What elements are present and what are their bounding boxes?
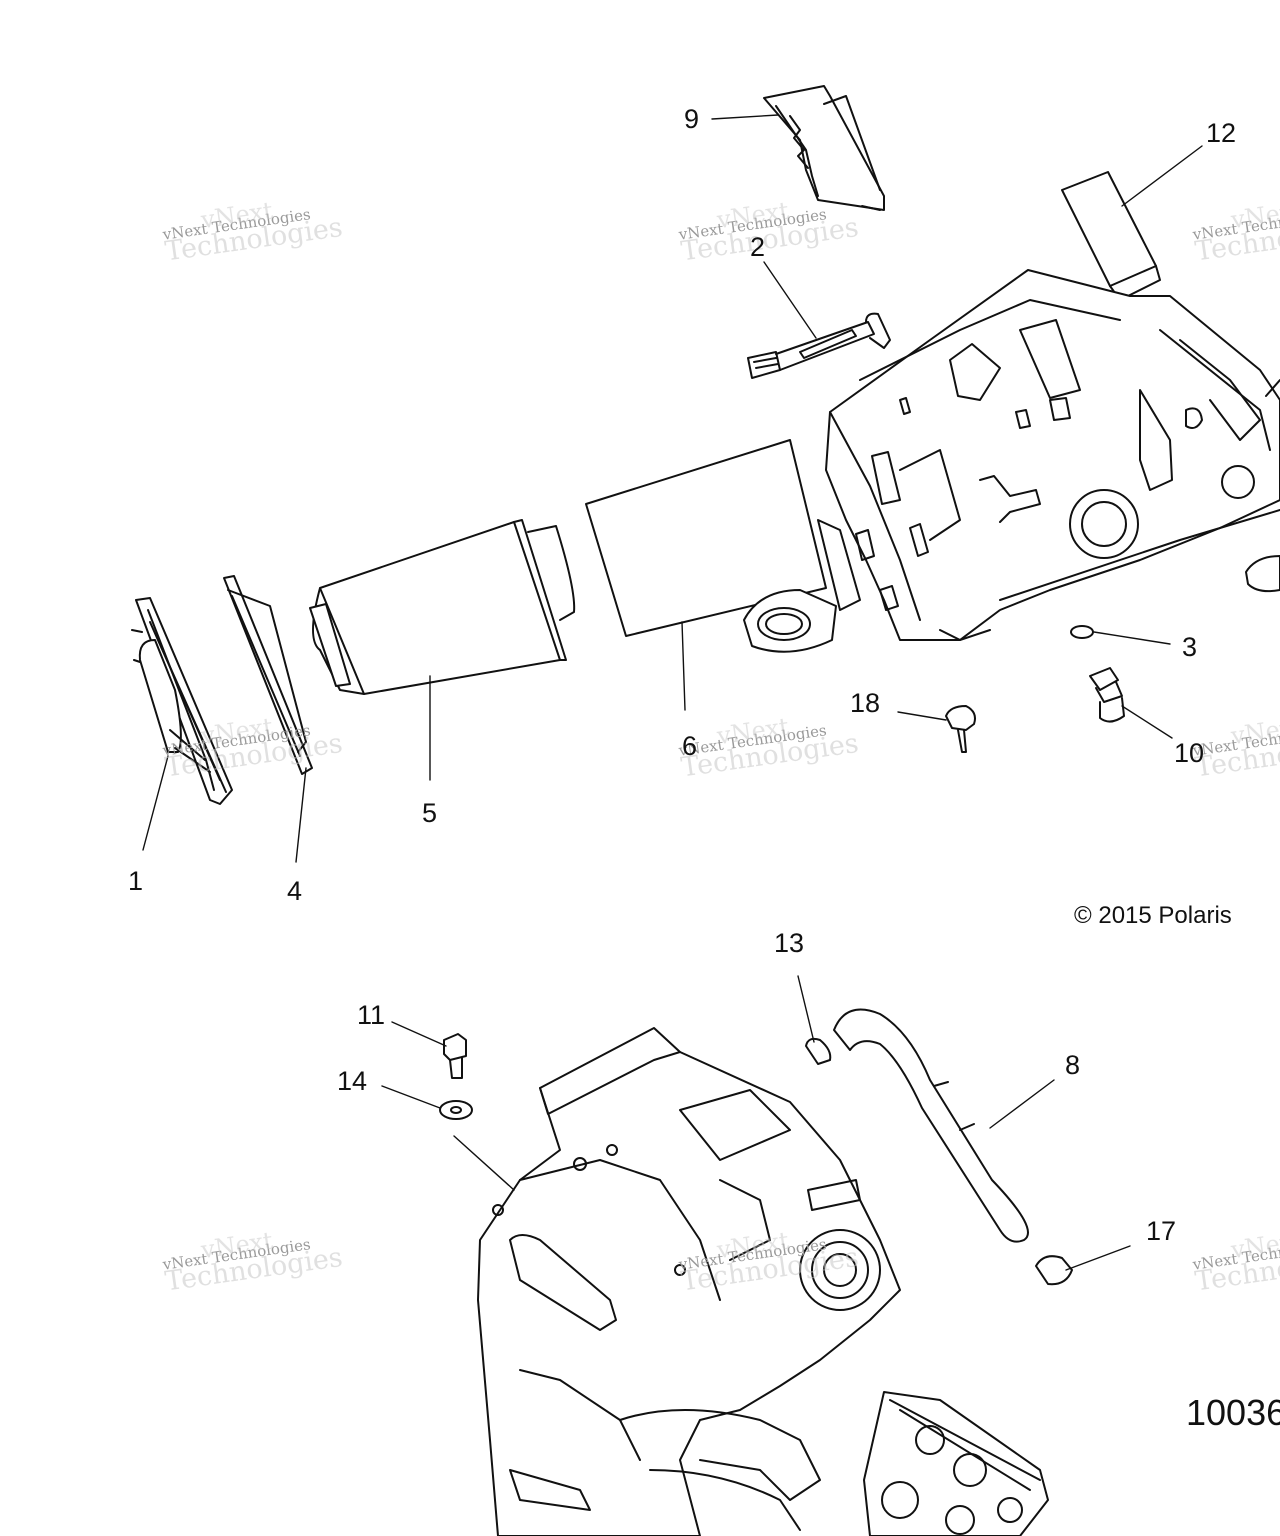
part-18-clamp [945,705,976,753]
callout-6: 6 [682,731,698,761]
callout-18: 18 [850,688,881,718]
copyright-notice: © 2015 Polaris [1074,902,1232,929]
drawing-number: 10036 [1186,1392,1280,1433]
lower-airbox-assembly [477,1027,901,1536]
callout-17: 17 [1146,1216,1177,1246]
part-9-clip [763,85,885,211]
part-4-gasket [223,575,313,775]
callout-11: 11 [357,1000,386,1030]
callout-8: 8 [1065,1050,1081,1080]
part-1-end-cover [131,597,233,805]
part-17-clamp [1035,1255,1073,1286]
callout-1: 1 [128,866,144,896]
callout-5: 5 [422,798,438,828]
part-12-duct [1061,171,1161,301]
part-5-filter [309,519,576,695]
callout-9: 9 [684,104,700,134]
part-14-washer [439,1100,473,1120]
callout-3: 3 [1182,632,1198,662]
leader-lines [142,114,1203,1271]
part-3-oring [1070,625,1094,639]
engine-partial [863,1391,1049,1536]
right-edge-parts [1245,379,1280,593]
callout-14: 14 [337,1066,368,1096]
part-6-prefilter [585,439,827,637]
callout-4: 4 [287,876,303,906]
part-11-bolt [443,1033,467,1079]
part-10-plug [1089,667,1125,723]
callout-10: 10 [1174,738,1205,768]
callout-13: 13 [774,928,805,958]
part-8-hose [833,1008,1029,1243]
airbox-assembly [743,269,1280,653]
callout-12: 12 [1206,118,1237,148]
callout-2: 2 [750,232,766,262]
part-2-strap [747,312,891,379]
part-13-clamp [805,1037,832,1065]
